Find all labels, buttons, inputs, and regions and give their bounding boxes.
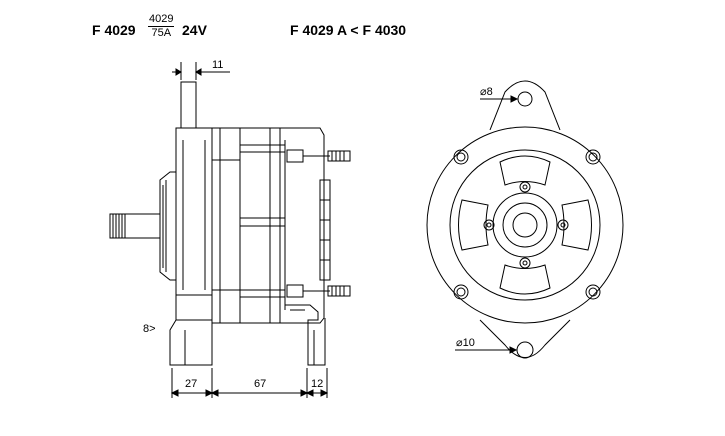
dim-terminal-width — [172, 62, 230, 80]
dim-67-label: 67 — [254, 378, 266, 390]
hole-bottom-label: ⌀10 — [456, 337, 475, 349]
hub-bore — [512, 212, 538, 238]
angle-mark-label: 8> — [143, 323, 156, 335]
vent-right — [561, 199, 592, 251]
fraction-denominator: 75A — [151, 27, 172, 39]
pulley-hub — [159, 171, 177, 281]
shaft — [109, 213, 161, 239]
top-hole — [517, 91, 533, 107]
terminal-tab — [180, 81, 197, 129]
side-view: 11 8> 27 67 12 — [109, 59, 351, 398]
fraction-numerator: 4029 — [148, 13, 175, 27]
model-number: F 4029 — [92, 22, 136, 38]
terminal-bolt-top — [286, 149, 351, 163]
bottom-ear — [479, 319, 571, 358]
rear-bracket — [285, 304, 326, 366]
vent-bottom — [499, 264, 551, 295]
hole-top-label: ⌀8 — [480, 86, 493, 98]
dim-11-label: 11 — [212, 59, 223, 71]
dim-27-label: 27 — [185, 378, 197, 390]
terminal-bolt-bottom — [286, 284, 351, 298]
hub-outer — [492, 192, 558, 258]
bottom-hole — [516, 341, 534, 359]
model-fraction: 4029 75A — [148, 13, 175, 40]
top-ear — [489, 80, 561, 131]
housing-outline — [426, 126, 624, 324]
hub-mid — [502, 202, 548, 248]
stator — [211, 127, 241, 324]
vent-top — [499, 155, 551, 186]
rear-fins — [319, 179, 331, 281]
front-view: ⌀8 ⌀10 — [426, 80, 624, 359]
vent-left — [458, 199, 489, 251]
rear-housing — [239, 127, 325, 324]
voltage-label: 24V — [182, 22, 207, 38]
dim-bottom — [170, 368, 329, 398]
front-bracket — [175, 127, 213, 296]
model-range: F 4029 A < F 4030 — [290, 22, 407, 38]
dim-12-label: 12 — [311, 378, 323, 390]
housing-inner — [449, 149, 601, 301]
mounting-foot — [169, 295, 213, 366]
